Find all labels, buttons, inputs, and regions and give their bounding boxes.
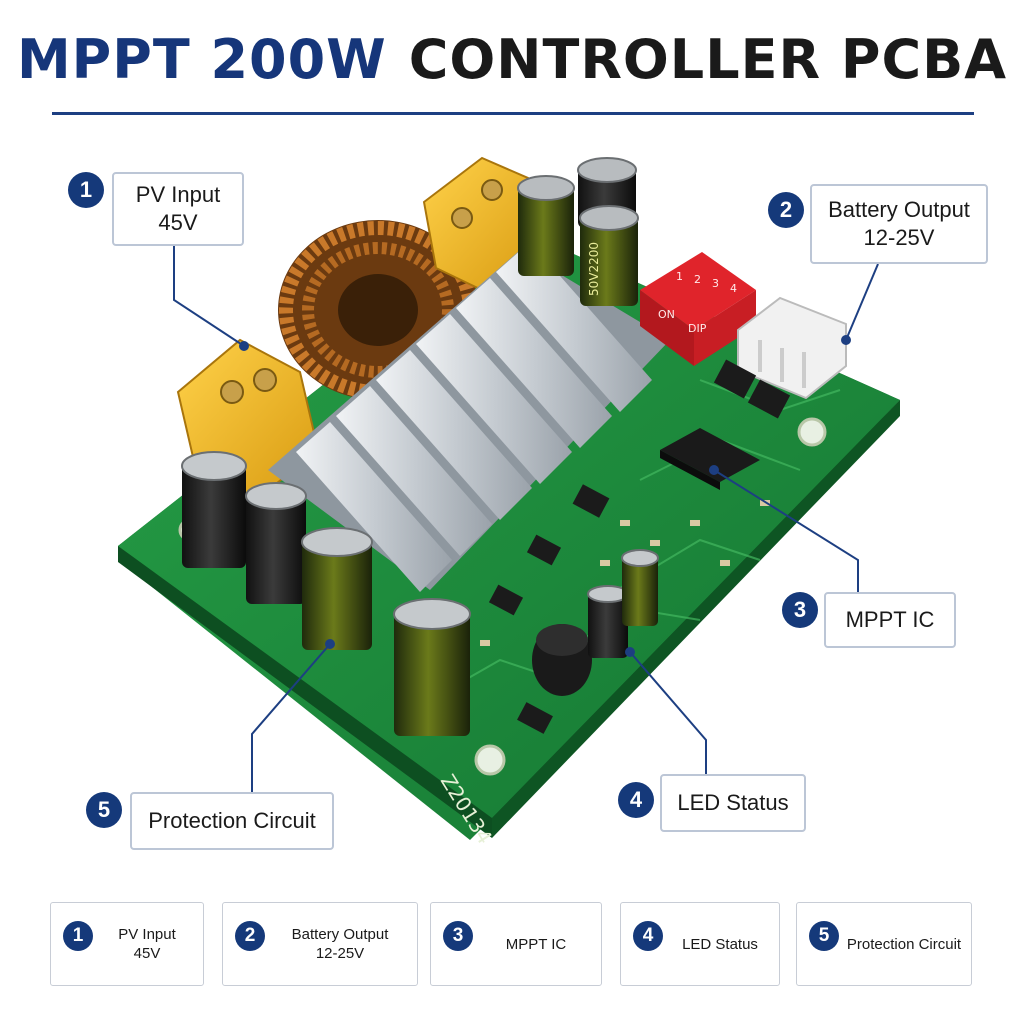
legend-5-text: Protection Circuit — [843, 903, 965, 985]
callout-3-badge: 3 — [782, 592, 818, 628]
callout-2-line2: 12-25V — [863, 225, 935, 250]
dip-switch: ON DIP 1 2 3 4 — [640, 252, 756, 366]
legend-1-text: PV Input 45V — [97, 903, 197, 985]
dip-number-3: 3 — [712, 277, 719, 290]
callout-4-badge: 4 — [618, 782, 654, 818]
capacitor-top-3: 50V2200 — [579, 205, 639, 306]
legend-card-5: 5 Protection Circuit — [796, 902, 972, 986]
title-part-2: CONTROLLER PCBA — [408, 28, 1008, 91]
callout-2-badge: 2 — [768, 192, 804, 228]
dip-on-label: ON — [658, 308, 675, 321]
legend-4-badge: 4 — [633, 921, 663, 951]
callout-4-line1: LED Status — [677, 790, 789, 815]
callout-5-box: Protection Circuit — [130, 792, 334, 850]
leader-line-4 — [629, 651, 707, 774]
leader-line-1 — [173, 246, 245, 347]
capacitor-left-3 — [301, 527, 373, 650]
legend-2-line2: 12-25V — [315, 945, 365, 962]
capacitor-left-1 — [181, 451, 247, 568]
legend-3-line1: MPPT IC — [505, 935, 567, 953]
leader-line-5 — [251, 643, 331, 792]
leader-line-3 — [713, 469, 859, 592]
legend-1-badge: 1 — [63, 921, 93, 951]
legend-2-badge: 2 — [235, 921, 265, 951]
legend-2-line1: Battery Output — [291, 926, 389, 943]
mosfets — [488, 359, 791, 734]
legend-card-1: 1 PV Input 45V — [50, 902, 204, 986]
title-part-1: MPPT 200W — [16, 28, 387, 91]
legend-card-3: 3 MPPT IC — [430, 902, 602, 986]
callout-4-box: LED Status — [660, 774, 806, 832]
callout-1-badge: 1 — [68, 172, 104, 208]
small-inductor — [532, 624, 592, 696]
leader-lines — [173, 246, 879, 792]
capacitor-front — [393, 598, 471, 736]
callout-3-box: MPPT IC — [824, 592, 956, 648]
legend-1-line2: 45V — [133, 945, 161, 962]
callout-3-line1: MPPT IC — [845, 607, 935, 632]
legend-3-badge: 3 — [443, 921, 473, 951]
page-title: MPPT 200W CONTROLLER PCBA — [0, 28, 1024, 91]
legend-4-text: LED Status — [667, 903, 773, 985]
callout-5-line1: Protection Circuit — [148, 808, 316, 833]
heatsink — [268, 242, 670, 592]
mppt-ic-chip — [660, 428, 760, 490]
capacitor-left-2 — [245, 482, 307, 604]
leader-line-2 — [845, 263, 879, 341]
callout-1-line1: PV Input — [135, 182, 221, 207]
legend-2-text: Battery Output 12-25V — [269, 903, 411, 985]
callout-5-badge: 5 — [86, 792, 122, 828]
dip-text-label: DIP — [688, 322, 707, 335]
capacitor-marking: 50V2200 — [587, 242, 601, 296]
legend-3-text: MPPT IC — [477, 903, 595, 985]
legend-card-4: 4 LED Status — [620, 902, 780, 986]
capacitor-small-1 — [587, 585, 629, 658]
callout-2-box: Battery Output 12-25V — [810, 184, 988, 264]
legend-5-line1: Protection Circuit — [846, 935, 962, 953]
legend-4-line1: LED Status — [682, 935, 758, 953]
legend-1-line1: PV Input — [118, 926, 176, 943]
capacitor-top-1 — [517, 175, 575, 276]
callout-1-line2: 45V — [158, 210, 198, 235]
title-underline — [52, 112, 974, 115]
dip-number-2: 2 — [694, 273, 701, 286]
callout-1-box: PV Input 45V — [112, 172, 244, 246]
dip-number-1: 1 — [676, 270, 683, 283]
legend-card-2: 2 Battery Output 12-25V — [222, 902, 418, 986]
callout-2-line1: Battery Output — [828, 197, 970, 222]
legend-5-badge: 5 — [809, 921, 839, 951]
capacitor-small-2 — [621, 549, 659, 626]
dip-number-4: 4 — [730, 282, 737, 295]
